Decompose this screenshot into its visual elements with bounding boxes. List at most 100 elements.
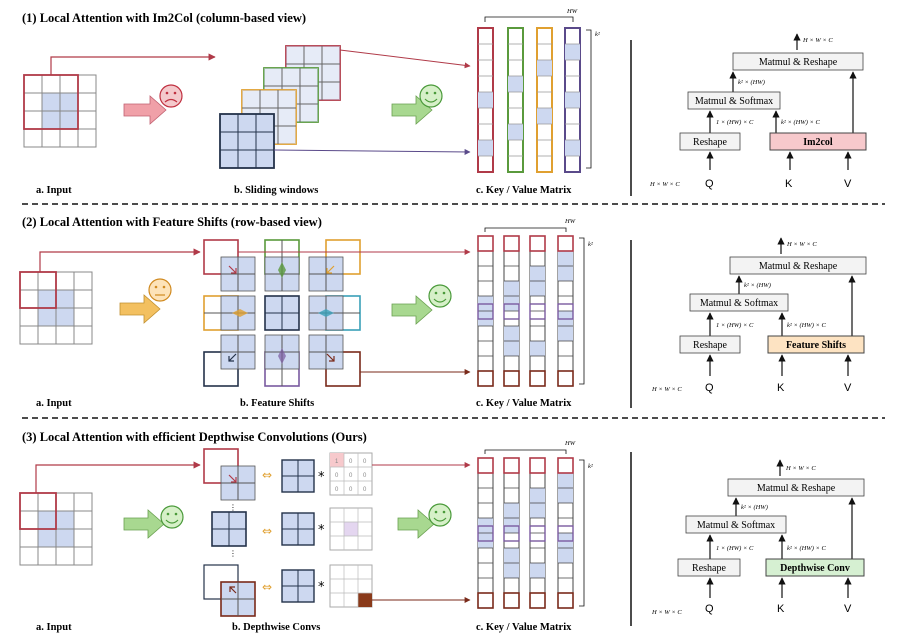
section-1-k2-label: k² bbox=[595, 31, 601, 38]
section-3-k2-label: k² bbox=[588, 463, 594, 470]
flow-1-matmul-softmax-label: Matmul & Softmax bbox=[695, 96, 773, 107]
flow-2-v-label: V bbox=[844, 382, 852, 394]
svg-text:⋮: ⋮ bbox=[229, 549, 237, 558]
svg-text:*: * bbox=[318, 523, 325, 538]
flow-2-k-label: K bbox=[777, 382, 785, 394]
flow-2-output-note: H × W × C bbox=[786, 241, 817, 248]
flow-2-highlight-label: Feature Shifts bbox=[786, 340, 846, 351]
svg-text:0: 0 bbox=[363, 487, 367, 493]
flow-2-matmul-reshape-label: Matmul & Reshape bbox=[759, 261, 838, 272]
section-2-input-link-arrow bbox=[39, 248, 201, 272]
flow-2-matmul-softmax-box bbox=[689, 293, 789, 312]
section-3-happy-emoji-right bbox=[428, 503, 452, 527]
svg-text:⇔: ⇔ bbox=[262, 468, 272, 482]
section-3-kernel-digits: 1 0 0 0 0 0 0 0 0 bbox=[335, 459, 367, 493]
section-3-input-caption: a. Input bbox=[36, 622, 72, 633]
flow-2-k2-hw-c-note: k² × (HW) × C bbox=[787, 322, 827, 329]
flow-2: H × W × C Matmul & Reshape k² × (HW) Mat… bbox=[651, 237, 867, 394]
flow-1-input-note: H × W × C bbox=[649, 181, 680, 188]
section-1-big-arrow bbox=[123, 95, 167, 125]
flow-3-input-note: H × W × C bbox=[651, 609, 682, 616]
flow-1-k-label: K bbox=[785, 178, 793, 190]
section-2-input-caption: a. Input bbox=[36, 398, 72, 409]
flow-2-one-hw-c-note: 1 × (HW) × C bbox=[716, 322, 754, 329]
section-3-method-caption: b. Depthwise Convs bbox=[232, 622, 320, 633]
section-3-depthwise-convs: ⇔ * ⋮ ⇔ * ⋮ ⇔ * bbox=[203, 448, 373, 617]
section-3-green-arrow bbox=[397, 509, 435, 539]
flow-1-q-label: Q bbox=[705, 178, 714, 190]
svg-text:⇔: ⇔ bbox=[262, 524, 272, 538]
section-1-happy-emoji bbox=[419, 84, 443, 108]
section-2-title: (2) Local Attention with Feature Shifts … bbox=[22, 215, 322, 229]
flow-3-reshape-label: Reshape bbox=[692, 563, 726, 574]
section-2-big-arrow bbox=[119, 294, 161, 324]
section-1-input-grid bbox=[23, 74, 97, 148]
section-1-window-arrow-top bbox=[339, 49, 471, 69]
section-1-sad-emoji bbox=[159, 84, 183, 108]
flow-1-k2-hw-note: k² × (HW) bbox=[738, 79, 765, 86]
svg-text:0: 0 bbox=[335, 487, 339, 493]
flow-1-matmul-reshape-box bbox=[732, 52, 864, 71]
flow-2-input-note: H × W × C bbox=[651, 386, 682, 393]
section-2-feature-shifts bbox=[203, 239, 361, 387]
section-1-hw-label: HW bbox=[566, 8, 578, 15]
section-2-method-caption: b. Feature Shifts bbox=[240, 398, 314, 409]
section-3-big-arrow bbox=[123, 509, 165, 539]
svg-text:*: * bbox=[318, 470, 325, 485]
flow-3-matmul-reshape-label: Matmul & Reshape bbox=[757, 483, 836, 494]
section-1-input-caption: a. Input bbox=[36, 185, 72, 196]
flow-2-matmul-reshape-box bbox=[729, 256, 867, 275]
flow-2-reshape-box bbox=[679, 335, 741, 354]
section-3-input-link-arrow bbox=[35, 461, 201, 493]
svg-text:0: 0 bbox=[335, 473, 339, 479]
section-3-input-grid bbox=[19, 492, 93, 566]
flow-3-k-label: K bbox=[777, 603, 785, 615]
section-2-green-arrow bbox=[391, 295, 433, 325]
svg-text:⇔: ⇔ bbox=[262, 580, 272, 594]
section-1-method-caption: b. Sliding windows bbox=[234, 185, 318, 196]
section-2-hw-label: HW bbox=[564, 218, 576, 225]
flow-1-matmul-softmax-box bbox=[687, 91, 781, 110]
section-2-input-grid bbox=[19, 271, 93, 345]
svg-text:0: 0 bbox=[349, 487, 353, 493]
flow-2-highlight-box bbox=[767, 335, 865, 354]
section-1-window-arrow-bottom bbox=[273, 148, 471, 155]
flow-1-one-hw-c-note: 1 × (HW) × C bbox=[716, 119, 754, 126]
flow-3-highlight-label: Depthwise Conv bbox=[780, 563, 850, 574]
section-3-hw-label: HW bbox=[564, 440, 576, 447]
flow-3-k2-hw-c-note: k² × (HW) × C bbox=[787, 545, 827, 552]
flow-3: H × W × C Matmul & Reshape k² × (HW) Mat… bbox=[651, 459, 865, 616]
flow-1-output-note: H × W × C bbox=[802, 37, 833, 44]
flow-3-reshape-box bbox=[677, 558, 741, 577]
flow-2-reshape-label: Reshape bbox=[693, 340, 727, 351]
flow-3-matmul-softmax-box bbox=[685, 515, 787, 534]
section-2-happy-emoji bbox=[428, 284, 452, 308]
flow-1-reshape-box bbox=[679, 132, 741, 151]
section-3-matrix-caption: c. Key / Value Matrix bbox=[476, 622, 572, 633]
svg-text:⋮: ⋮ bbox=[229, 503, 237, 512]
section-3-key-value-matrix bbox=[477, 449, 585, 609]
section-1-title: (1) Local Attention with Im2Col (column-… bbox=[22, 11, 306, 25]
svg-text:0: 0 bbox=[363, 459, 367, 465]
flow-3-v-label: V bbox=[844, 603, 852, 615]
section-1-matrix-caption: c. Key / Value Matrix bbox=[476, 185, 572, 196]
flow-2-q-label: Q bbox=[705, 382, 714, 394]
flow-3-k2-hw-note: k² × (HW) bbox=[741, 504, 768, 511]
section-2-matrix-caption: c. Key / Value Matrix bbox=[476, 398, 572, 409]
flow-3-output-note: H × W × C bbox=[785, 465, 816, 472]
svg-text:0: 0 bbox=[363, 473, 367, 479]
flow-1-highlight-label: Im2col bbox=[803, 137, 833, 148]
flow-1: H × W × C Matmul & Reshape k² × (HW) Mat… bbox=[649, 33, 867, 190]
section-2-k2-label: k² bbox=[588, 241, 594, 248]
flow-2-k2-hw-note: k² × (HW) bbox=[744, 282, 771, 289]
section-2-key-value-matrix bbox=[477, 227, 585, 387]
flow-3-one-hw-c-note: 1 × (HW) × C bbox=[716, 545, 754, 552]
section-1-input-link-arrow bbox=[50, 53, 216, 75]
svg-text:0: 0 bbox=[349, 459, 353, 465]
flow-2-matmul-softmax-label: Matmul & Softmax bbox=[700, 298, 778, 309]
flow-1-v-label: V bbox=[844, 178, 852, 190]
section-1-sliding-windows bbox=[219, 45, 341, 169]
flow-3-matmul-softmax-label: Matmul & Softmax bbox=[697, 520, 775, 531]
flow-1-highlight-box bbox=[769, 132, 867, 151]
svg-text:1: 1 bbox=[335, 459, 339, 465]
